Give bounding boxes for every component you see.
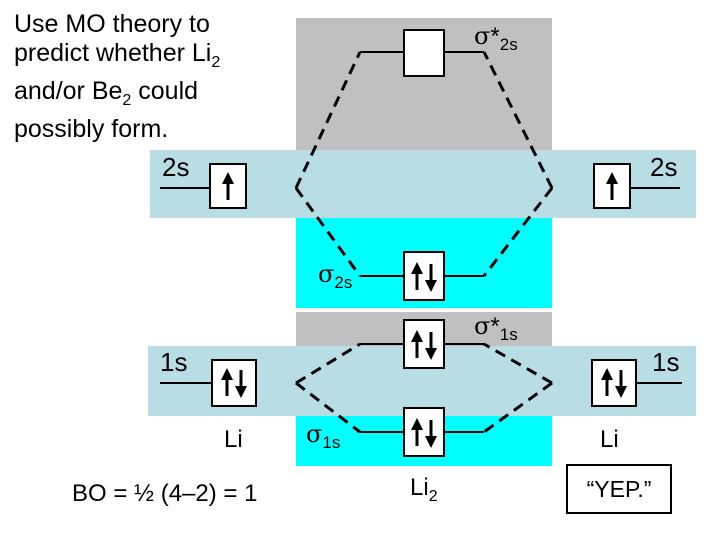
orbital-box-sigma-star-1s	[403, 319, 445, 369]
molecule-symbol: Li	[410, 474, 429, 501]
prompt-line-2-subscript: 2	[211, 54, 221, 71]
correlation-line-right-1s	[483, 342, 553, 434]
left-1s-label: 1s	[160, 347, 188, 377]
subscript: 1s	[499, 325, 518, 344]
star-symbol: *	[490, 313, 500, 340]
sigma-1s-label: σ1s	[306, 420, 340, 453]
question-prompt: Use MO theory to predict whether Li2 and…	[14, 10, 274, 144]
prompt-line-2: predict whether Li	[14, 39, 212, 67]
electron-pair-arrows-sigma-1s	[411, 418, 437, 448]
electron-pair-arrows-sigma-star-1s	[411, 330, 437, 360]
prompt-line-4: possibly form.	[14, 115, 169, 143]
answer-box: “YEP.”	[566, 464, 672, 514]
left-2s-label: 2s	[162, 152, 190, 182]
orbital-box-sigma-2s	[403, 251, 445, 301]
correlation-line-left-2s	[294, 51, 362, 277]
sigma-2s-label: σ2s	[318, 260, 352, 293]
sigma-symbol: σ	[318, 260, 335, 288]
molecule-subscript: 2	[428, 487, 438, 505]
right-atom-name: Li	[600, 426, 619, 453]
correlation-line-left-1s	[295, 342, 361, 434]
electron-up-arrow-right-2s	[606, 172, 618, 200]
electron-pair-arrows-left-1s	[221, 368, 247, 398]
bond-order: BO = ½ (4–2) = 1	[72, 480, 258, 507]
electron-pair-arrows-right-1s	[601, 368, 627, 398]
right-2s-label: 2s	[650, 152, 678, 182]
sigma-symbol: σ	[474, 312, 491, 340]
star-symbol: *	[490, 23, 500, 50]
electron-pair-arrows-sigma-2s	[411, 262, 437, 292]
orbital-box-sigma-1s	[403, 407, 445, 457]
correlation-line-right-2s	[482, 51, 554, 277]
sigma-symbol: σ	[306, 420, 323, 448]
sigma-symbol: σ	[474, 22, 491, 50]
subscript: 2s	[334, 273, 353, 292]
sigma-star-2s-label: σ*2s	[474, 22, 518, 55]
orbital-box-left-1s	[211, 359, 257, 407]
left-atom-name: Li	[224, 426, 243, 453]
electron-up-arrow-left-2s	[222, 172, 234, 200]
prompt-line-3: and/or Be	[14, 77, 123, 105]
subscript: 1s	[322, 433, 341, 452]
subscript: 2s	[499, 35, 518, 54]
prompt-line-3-tail: could	[131, 77, 199, 105]
molecule-name: Li2	[410, 474, 438, 506]
prompt-line-3-subscript: 2	[122, 92, 132, 109]
sigma-star-1s-label: σ*1s	[474, 312, 518, 345]
right-1s-label: 1s	[652, 347, 680, 377]
orbital-box-sigma-star-2s	[403, 29, 445, 77]
orbital-box-right-1s	[591, 359, 637, 407]
answer-text: “YEP.”	[586, 475, 652, 502]
prompt-line-1: Use MO theory to	[14, 10, 210, 38]
